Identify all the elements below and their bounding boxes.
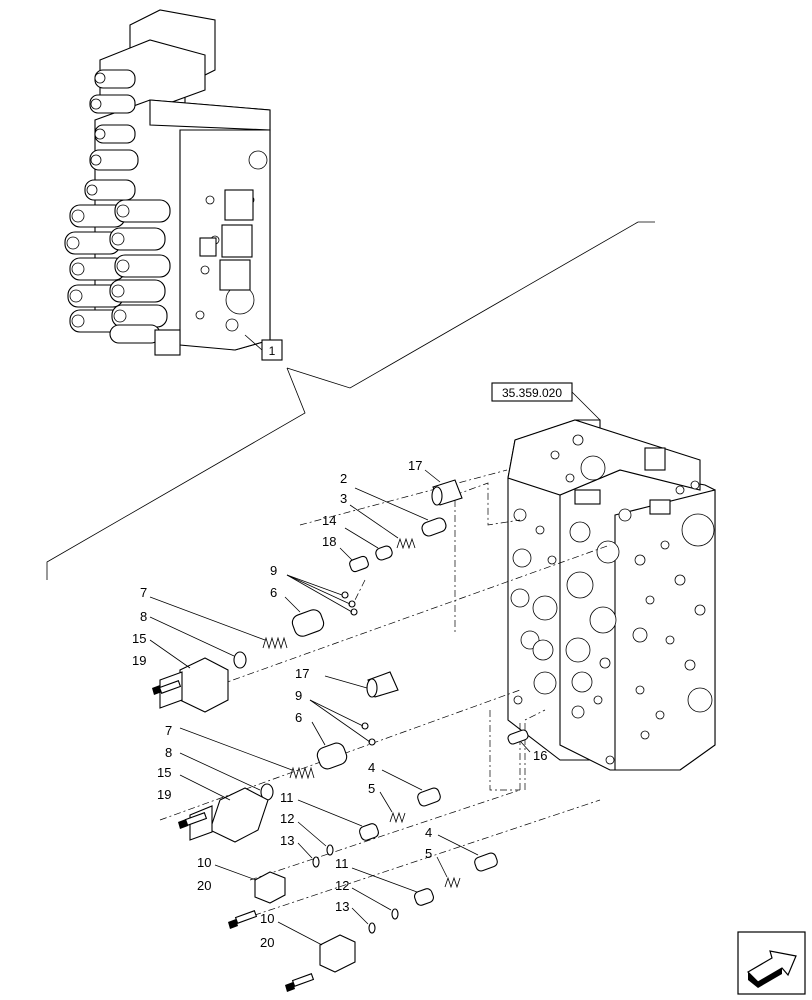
control-valve-assembly bbox=[64, 9, 271, 356]
label-6: 6 bbox=[270, 585, 277, 600]
part-13-ring-upper[interactable] bbox=[297, 842, 320, 868]
callout-labels: 17 2 3 14 18 9 6 7 8 15 19 17 9 6 16 7 8… bbox=[132, 458, 547, 950]
label-20: 20 bbox=[260, 935, 274, 950]
part-15-cover-upper[interactable] bbox=[149, 639, 229, 713]
label-10: 10 bbox=[260, 911, 274, 926]
section-reference-label: 35.359.020 bbox=[502, 386, 562, 400]
label-19: 19 bbox=[132, 653, 146, 668]
part-8-snap-ring-upper[interactable] bbox=[149, 616, 247, 669]
part-9-orings-lower[interactable] bbox=[309, 699, 376, 746]
valve-section-block bbox=[507, 419, 716, 771]
part-5-spring-upper[interactable] bbox=[379, 791, 406, 824]
part-16-fitting[interactable] bbox=[507, 729, 531, 753]
label-11: 11 bbox=[335, 856, 349, 871]
part-7-spring-lower[interactable] bbox=[179, 727, 315, 780]
label-13: 13 bbox=[335, 899, 349, 914]
part-5-spring-lower[interactable] bbox=[436, 856, 461, 889]
assembly-reference-box[interactable]: 1 bbox=[261, 339, 283, 361]
label-5: 5 bbox=[425, 846, 432, 861]
label-10: 10 bbox=[197, 855, 211, 870]
label-15: 15 bbox=[157, 765, 171, 780]
section-reference-box[interactable]: 35.359.020 bbox=[491, 382, 601, 421]
label-8: 8 bbox=[165, 745, 172, 760]
part-11-piston-lower[interactable] bbox=[351, 867, 435, 907]
label-13: 13 bbox=[280, 833, 294, 848]
label-5: 5 bbox=[368, 781, 375, 796]
part-20-bolt-upper[interactable] bbox=[228, 910, 258, 929]
label-19: 19 bbox=[157, 787, 171, 802]
label-17: 17 bbox=[295, 666, 309, 681]
label-2: 2 bbox=[340, 471, 347, 486]
part-17-plug-upper[interactable] bbox=[424, 469, 463, 506]
part-19-bolt-upper[interactable] bbox=[152, 680, 182, 695]
part-15-cover-lower[interactable] bbox=[179, 774, 269, 843]
assembly-centerlines bbox=[159, 469, 611, 921]
part-6-valve-lower[interactable] bbox=[311, 721, 349, 771]
label-9: 9 bbox=[295, 688, 302, 703]
label-15: 15 bbox=[132, 631, 146, 646]
label-18: 18 bbox=[322, 534, 336, 549]
part-11-piston-upper[interactable] bbox=[297, 799, 380, 842]
part-3-spring[interactable] bbox=[349, 504, 416, 550]
valve-cylinders bbox=[64, 69, 171, 344]
label-16: 16 bbox=[533, 748, 547, 763]
label-7: 7 bbox=[140, 585, 147, 600]
label-4: 4 bbox=[368, 760, 375, 775]
part-2-sleeve[interactable] bbox=[354, 487, 448, 538]
label-14: 14 bbox=[322, 513, 336, 528]
detail-bracket-lines bbox=[46, 221, 655, 580]
label-8: 8 bbox=[140, 609, 147, 624]
label-4: 4 bbox=[425, 825, 432, 840]
part-4-plug-lower[interactable] bbox=[437, 834, 499, 872]
label-9: 9 bbox=[270, 563, 277, 578]
part-12-ring-upper[interactable] bbox=[297, 821, 334, 856]
part-9-orings-upper[interactable] bbox=[286, 574, 358, 616]
part-20-bolt-lower[interactable] bbox=[285, 973, 315, 992]
part-12-ring-lower[interactable] bbox=[351, 887, 399, 920]
arrow-next-page-icon[interactable] bbox=[737, 931, 806, 995]
part-6-valve-upper[interactable] bbox=[284, 596, 326, 638]
label-11: 11 bbox=[280, 790, 294, 805]
label-12: 12 bbox=[335, 878, 349, 893]
part-8-snap-ring-lower[interactable] bbox=[179, 752, 274, 801]
label-7: 7 bbox=[165, 723, 172, 738]
label-12: 12 bbox=[280, 811, 294, 826]
assembly-reference-label: 1 bbox=[269, 344, 276, 358]
part-4-plug-upper[interactable] bbox=[381, 769, 442, 807]
label-20: 20 bbox=[197, 878, 211, 893]
part-13-ring-lower[interactable] bbox=[351, 907, 376, 934]
part-18-plug[interactable] bbox=[339, 547, 370, 573]
part-10-cap-lower[interactable] bbox=[277, 921, 356, 973]
label-17: 17 bbox=[408, 458, 422, 473]
part-14-piston[interactable] bbox=[344, 527, 394, 561]
part-10-cap-upper[interactable] bbox=[214, 864, 286, 904]
part-19-bolt-lower[interactable] bbox=[178, 812, 208, 829]
part-17-plug-lower[interactable] bbox=[324, 671, 399, 698]
part-7-spring-upper[interactable] bbox=[149, 596, 288, 650]
label-6: 6 bbox=[295, 710, 302, 725]
label-3: 3 bbox=[340, 491, 347, 506]
